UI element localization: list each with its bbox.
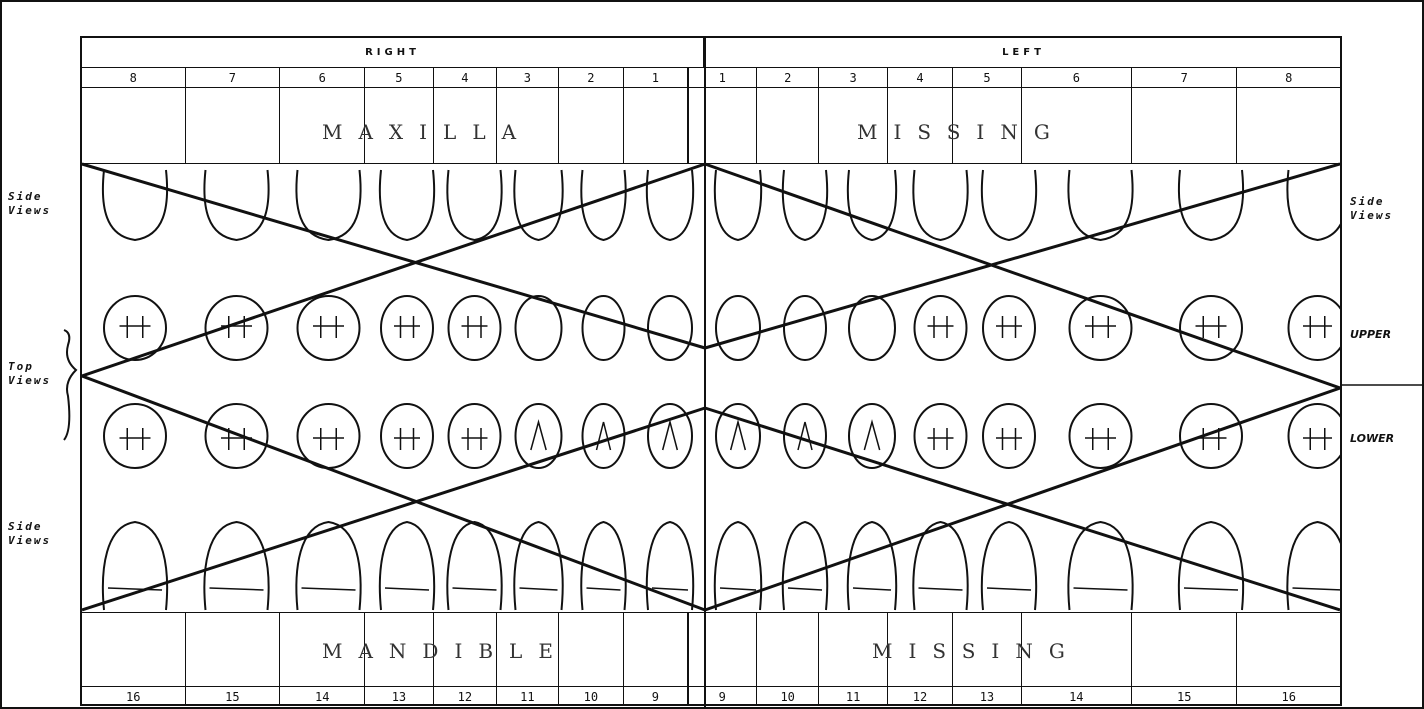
upper-side-tooth-15 <box>1179 170 1243 240</box>
upper-top-tooth-3 <box>298 296 360 360</box>
lower-cej-line-1 <box>108 588 162 590</box>
lower-side-tooth-6 <box>514 522 562 610</box>
lower-top-tooth-12 <box>915 404 967 468</box>
teeth-drawing <box>82 38 1340 708</box>
upper-fissure-12 <box>928 316 954 338</box>
lower-cej-line-2 <box>210 588 264 590</box>
upper-top-tooth-10 <box>784 296 826 360</box>
lower-fissure-1 <box>120 428 151 450</box>
upper-top-tooth-9 <box>716 296 760 360</box>
missing-cross-line-6 <box>82 408 705 610</box>
lower-cej-line-14 <box>1074 588 1128 590</box>
lower-fissure-13 <box>996 428 1022 450</box>
upper-top-tooth-12 <box>915 296 967 360</box>
lower-cej-line-12 <box>919 588 963 590</box>
upper-fissure-14 <box>1085 316 1116 338</box>
missing-cross-line-8 <box>705 388 1340 610</box>
upper-top-tooth-6 <box>516 296 562 360</box>
missing-cross-line-2 <box>82 164 705 376</box>
lower-fissure-8 <box>663 422 678 450</box>
lower-top-tooth-3 <box>298 404 360 468</box>
lower-top-tooth-15 <box>1180 404 1242 468</box>
upper-top-tooth-5 <box>449 296 501 360</box>
upper-fissure-3 <box>313 316 344 338</box>
lower-fissure-4 <box>394 428 420 450</box>
lower-cej-line-13 <box>987 588 1031 590</box>
lower-cej-line-8 <box>652 588 688 590</box>
lower-fissure-9 <box>731 422 746 450</box>
upper-side-tooth-12 <box>913 170 967 240</box>
missing-cross-line-7 <box>705 408 1340 610</box>
upper-side-tooth-13 <box>982 170 1036 240</box>
lower-side-tooth-11 <box>848 522 896 610</box>
missing-cross-line-5 <box>82 376 705 610</box>
lower-fissure-10 <box>798 422 812 450</box>
lower-cej-line-11 <box>853 588 891 590</box>
upper-top-tooth-2 <box>206 296 268 360</box>
upper-top-tooth-8 <box>648 296 692 360</box>
lower-cej-line-4 <box>385 588 429 590</box>
lower-top-tooth-2 <box>206 404 268 468</box>
upper-side-tooth-5 <box>447 170 501 240</box>
upper-side-tooth-2 <box>204 170 268 240</box>
upper-top-tooth-14 <box>1070 296 1132 360</box>
lower-top-tooth-11 <box>849 404 895 468</box>
lower-cej-line-16 <box>1293 588 1341 590</box>
lower-cej-line-3 <box>302 588 356 590</box>
upper-side-tooth-4 <box>380 170 434 240</box>
upper-top-tooth-13 <box>983 296 1035 360</box>
lower-fissure-3 <box>313 428 344 450</box>
lower-side-tooth-1 <box>103 522 167 610</box>
tooth-chart: RIGHT LEFT 8765432112345678 161514131211… <box>80 36 1342 706</box>
lower-fissure-7 <box>597 422 611 450</box>
lower-top-tooth-14 <box>1070 404 1132 468</box>
upper-fissure-13 <box>996 316 1022 338</box>
lower-side-tooth-10 <box>783 522 827 610</box>
lower-fissure-6 <box>531 422 546 450</box>
lower-fissure-5 <box>462 428 488 450</box>
lower-top-tooth-13 <box>983 404 1035 468</box>
lower-cej-line-15 <box>1184 588 1238 590</box>
upper-fissure-1 <box>120 316 151 338</box>
missing-cross-line-1 <box>82 164 705 348</box>
lower-cej-line-10 <box>788 588 822 590</box>
lower-side-tooth-5 <box>447 522 501 610</box>
lower-cej-line-7 <box>587 588 621 590</box>
lower-side-tooth-4 <box>380 522 434 610</box>
lower-fissure-11 <box>864 422 879 450</box>
lower-top-tooth-5 <box>449 404 501 468</box>
upper-top-tooth-4 <box>381 296 433 360</box>
lower-top-tooth-1 <box>104 404 166 468</box>
lower-fissure-15 <box>1196 428 1227 450</box>
lower-top-tooth-16 <box>1289 404 1341 468</box>
upper-side-tooth-14 <box>1068 170 1132 240</box>
upper-top-tooth-16 <box>1289 296 1341 360</box>
lower-cej-line-6 <box>520 588 558 590</box>
lower-fissure-14 <box>1085 428 1116 450</box>
lower-fissure-16 <box>1303 428 1332 450</box>
lower-top-tooth-4 <box>381 404 433 468</box>
upper-fissure-4 <box>394 316 420 338</box>
upper-side-tooth-16 <box>1287 170 1340 240</box>
lower-side-tooth-9 <box>715 522 761 610</box>
upper-top-tooth-7 <box>583 296 625 360</box>
lower-cej-line-5 <box>453 588 497 590</box>
upper-side-tooth-6 <box>514 170 562 240</box>
lower-fissure-12 <box>928 428 954 450</box>
lower-side-tooth-3 <box>296 522 360 610</box>
missing-cross-line-4 <box>705 164 1340 348</box>
lower-cej-line-9 <box>720 588 756 590</box>
lower-top-tooth-6 <box>516 404 562 468</box>
lower-side-tooth-15 <box>1179 522 1243 610</box>
lower-side-tooth-13 <box>982 522 1036 610</box>
upper-fissure-15 <box>1196 316 1227 338</box>
upper-fissure-16 <box>1303 316 1332 338</box>
upper-fissure-5 <box>462 316 488 338</box>
